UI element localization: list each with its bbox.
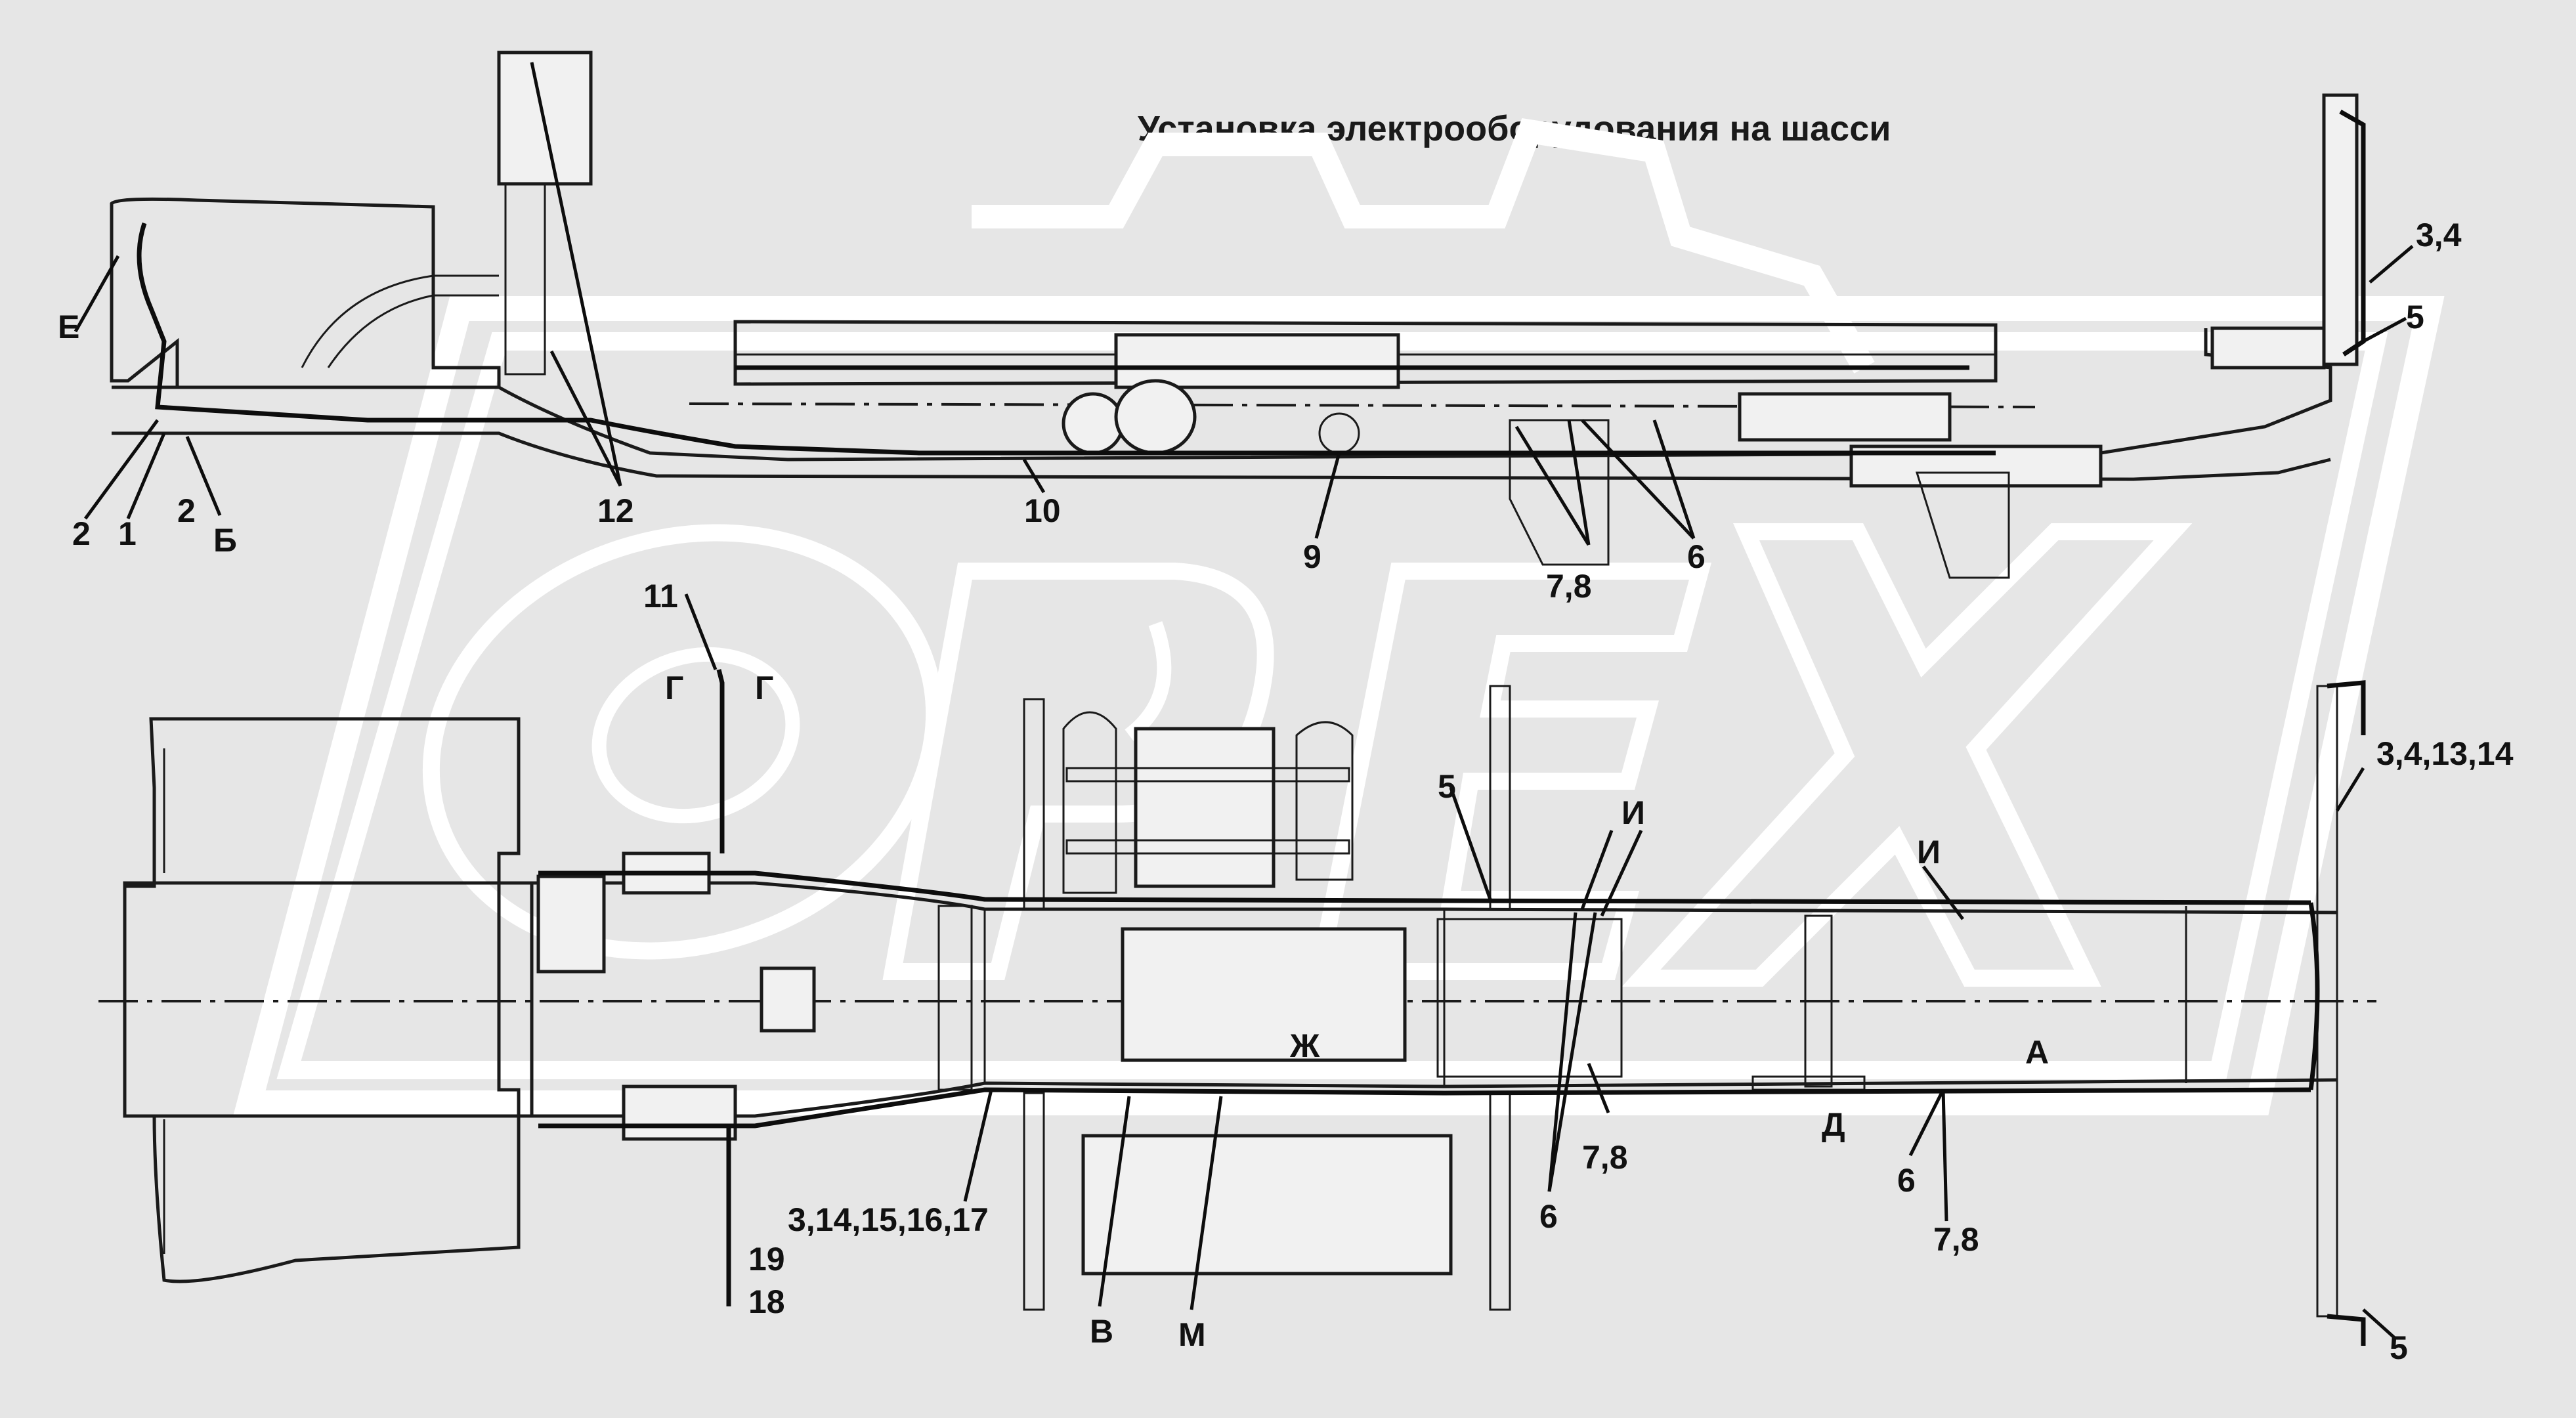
label-7-8-mid: 7,8 xyxy=(1582,1139,1628,1176)
label-6-right: 6 xyxy=(1897,1162,1916,1199)
label-6-mid: 6 xyxy=(1539,1198,1558,1235)
label-18: 18 xyxy=(748,1283,785,1320)
label-3-4-13-14: 3,4,13,14 xyxy=(2376,735,2514,772)
battery-box xyxy=(1114,333,1400,389)
watermark-frame xyxy=(233,296,2445,1115)
top-view xyxy=(98,593,2397,1346)
side-view xyxy=(74,51,2414,579)
side-harness xyxy=(137,222,1996,456)
label-zh: Ж xyxy=(1289,1027,1320,1064)
label-10: 10 xyxy=(1024,492,1061,529)
watermark-letters xyxy=(422,523,2193,987)
label-5-side: 5 xyxy=(2406,299,2424,335)
label-m: М xyxy=(1178,1316,1206,1353)
fuel-tank-top xyxy=(1121,927,1407,1062)
fuel-tank-bottom xyxy=(1081,1134,1453,1276)
top-frame-rail-lower xyxy=(125,1078,2338,1118)
cab-top-outline xyxy=(123,717,521,1283)
label-12: 12 xyxy=(597,492,634,529)
label-7-8-right: 7,8 xyxy=(1933,1221,1979,1258)
top-harness-main xyxy=(538,870,2311,905)
label-d: Д xyxy=(1822,1106,1845,1143)
label-9: 9 xyxy=(1303,538,1321,575)
label-5-mid: 5 xyxy=(1438,768,1456,805)
label-6-side: 6 xyxy=(1687,538,1706,575)
label-i-left: И xyxy=(1621,794,1645,831)
label-7-8-side: 7,8 xyxy=(1546,568,1592,605)
battery-compartment xyxy=(1134,727,1276,888)
label-i-right: И xyxy=(1917,834,1941,870)
label-b: Б xyxy=(213,522,237,559)
watermark-gear xyxy=(972,118,1875,374)
label-11: 11 xyxy=(643,578,678,614)
label-19: 19 xyxy=(748,1241,785,1278)
label-3-4-side: 3,4 xyxy=(2416,217,2462,253)
label-3-14-15-16-17: 3,14,15,16,17 xyxy=(788,1201,989,1238)
label-v: В xyxy=(1090,1313,1113,1350)
side-frame-rail xyxy=(112,328,2332,462)
label-2-right: 2 xyxy=(177,492,196,529)
gearbox-box xyxy=(536,874,606,974)
top-frame-rail-upper xyxy=(125,881,2338,914)
rear-light-pole xyxy=(2322,93,2359,366)
label-5-bottom: 5 xyxy=(2390,1329,2408,1366)
label-g-left: Г xyxy=(665,670,683,706)
label-e: Е xyxy=(58,309,79,345)
label-2-left: 2 xyxy=(72,515,91,552)
label-g-right: Г xyxy=(755,670,773,706)
label-1: 1 xyxy=(118,515,137,552)
label-a: А xyxy=(2025,1034,2049,1071)
